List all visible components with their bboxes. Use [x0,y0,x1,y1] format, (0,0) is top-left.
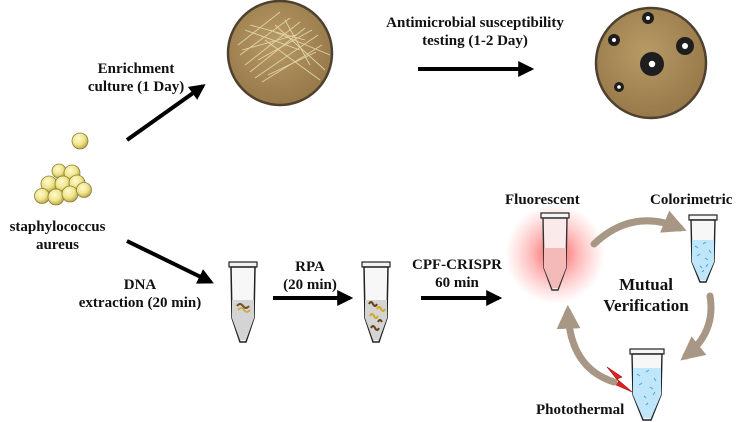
ast-label: Antimicrobial susceptibility testing (1-… [366,14,584,50]
organism-label-line1: staphylococcus [9,219,106,235]
crispr-label: CPF-CRISPR 60 min [405,256,509,292]
cycle-arrow-to-colorimetric [590,210,687,248]
organism-label: staphylococcus aureus [0,218,115,254]
organism-label-line2: aureus [35,237,80,253]
mutual-label-line1: Mutual [619,275,673,294]
rpa-label-line1: RPA [295,259,325,275]
enrichment-plate [226,0,334,107]
dna-label-line1: DNA [123,277,157,293]
mutual-label-line2: Verification [603,296,689,315]
fluorescent-tube [505,204,605,304]
ast-plate [594,6,708,120]
photothermal-tube [629,348,665,421]
ast-label-line1: Antimicrobial susceptibility [386,15,564,31]
rpa-label: RPA (20 min) [270,258,350,294]
arrow-to-dna [126,239,214,284]
dna-extraction-tube [228,261,258,343]
fluorescent-label: Fluorescent [505,192,580,208]
laser-bolt-icon [606,366,633,393]
enrichment-label-line1: Enrichment [97,61,175,77]
crispr-label-line2: 60 min [435,275,479,291]
dna-label-line2: extraction (20 min) [78,295,202,311]
cycle-arrow-to-fluorescent [556,304,618,386]
crispr-label-line1: CPF-CRISPR [412,257,502,273]
enrichment-label: Enrichment culture (1 Day) [71,60,201,96]
colorimetric-label: Colorimetric [650,192,733,208]
rpa-tube [361,261,391,343]
photothermal-label: Photothermal [536,402,625,418]
ast-label-line2: testing (1-2 Day) [422,33,528,49]
dna-label: DNA extraction (20 min) [62,276,218,312]
cycle-arrow-to-photothermal [680,292,715,361]
mutual-verification-label: Mutual Verification [586,274,706,316]
arrow-to-enrichment [125,84,206,142]
bacteria-cluster [34,132,92,206]
rpa-label-line2: (20 min) [283,277,337,293]
colorimetric-tube [688,214,718,283]
enrichment-label-line2: culture (1 Day) [87,79,185,95]
